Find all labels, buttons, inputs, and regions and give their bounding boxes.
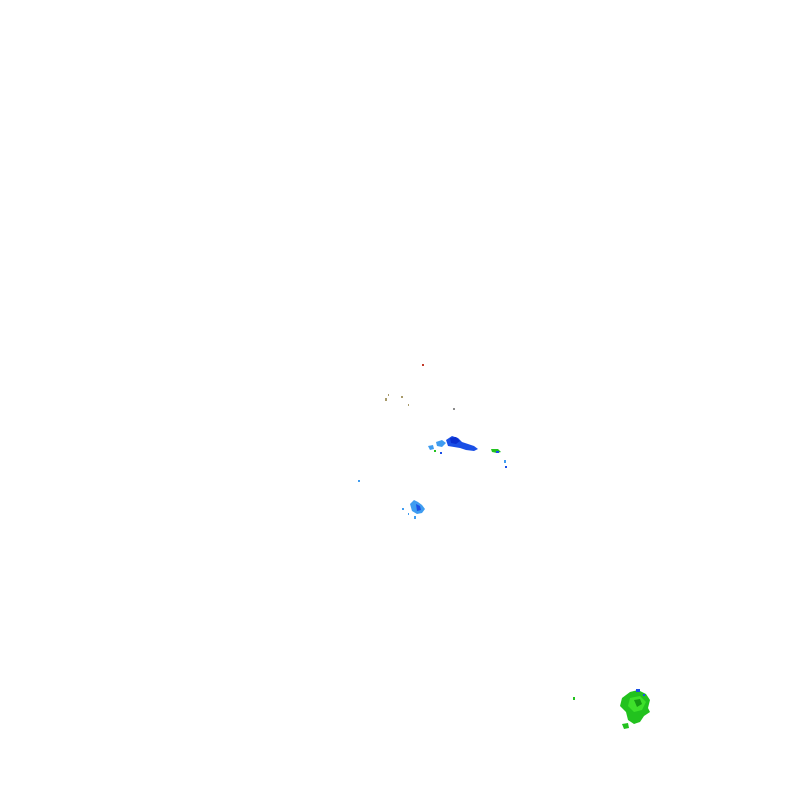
echo-speck bbox=[358, 480, 360, 482]
echo-speck bbox=[573, 697, 575, 700]
scattered-echo-specks bbox=[358, 364, 455, 482]
echo-speck bbox=[453, 408, 455, 410]
echo-speck bbox=[496, 451, 499, 453]
green-storm-cell bbox=[573, 689, 650, 729]
echo-blob bbox=[436, 440, 446, 447]
echo-blob bbox=[428, 445, 434, 450]
central-blue-echo-cluster bbox=[428, 436, 507, 468]
echo-speck bbox=[636, 689, 640, 692]
echo-speck bbox=[414, 516, 416, 519]
echo-speck bbox=[504, 460, 506, 463]
echo-speck bbox=[401, 396, 403, 398]
echo-speck bbox=[408, 404, 409, 406]
echo-blob bbox=[622, 723, 629, 729]
echo-blob bbox=[450, 437, 460, 444]
echo-blob bbox=[416, 504, 421, 511]
echo-speck bbox=[385, 398, 387, 401]
echo-speck bbox=[408, 513, 409, 515]
echo-blob bbox=[634, 699, 642, 707]
echo-speck bbox=[434, 450, 436, 452]
echo-speck bbox=[422, 364, 424, 366]
echo-speck bbox=[440, 452, 442, 454]
echo-speck bbox=[643, 694, 645, 696]
echo-speck bbox=[388, 394, 389, 396]
lower-blue-echo-cluster bbox=[402, 500, 425, 519]
echo-speck bbox=[402, 508, 404, 510]
echo-speck bbox=[505, 466, 507, 468]
